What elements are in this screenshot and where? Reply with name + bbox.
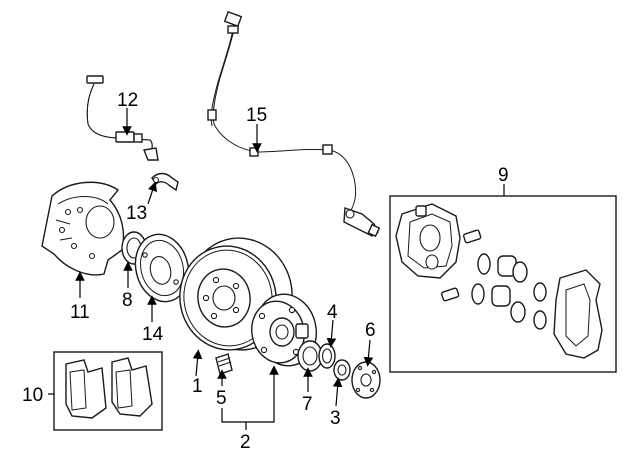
callout-1: 1 xyxy=(192,376,203,397)
dust-cover[interactable] xyxy=(129,229,196,308)
hub-seal[interactable] xyxy=(318,343,336,369)
wheel-bearing[interactable] xyxy=(297,340,323,372)
brake-hose[interactable] xyxy=(86,75,159,161)
callout-13: 13 xyxy=(126,203,147,224)
callout-5: 5 xyxy=(216,388,227,409)
callout-2: 2 xyxy=(240,432,251,453)
callout-14: 14 xyxy=(142,324,164,345)
callout-8: 8 xyxy=(122,290,133,311)
hub-cap[interactable] xyxy=(351,361,381,399)
abs-sensor-wire[interactable] xyxy=(207,11,381,238)
callout-3: 3 xyxy=(330,408,341,429)
callout-4: 4 xyxy=(327,302,338,323)
hose-bracket[interactable] xyxy=(151,172,179,192)
callout-11: 11 xyxy=(70,302,90,323)
leader-lines xyxy=(48,108,505,430)
callout-6: 6 xyxy=(365,320,376,341)
callout-labels: 12 15 9 13 11 8 14 4 6 1 5 7 3 10 2 xyxy=(22,90,509,453)
hub-nut[interactable] xyxy=(333,359,351,381)
brake-pads-group[interactable] xyxy=(53,351,163,431)
wheel-stud[interactable] xyxy=(215,353,233,375)
splash-shield[interactable] xyxy=(41,181,125,276)
callout-7: 7 xyxy=(302,394,313,415)
callout-10: 10 xyxy=(22,385,43,406)
callout-15: 15 xyxy=(246,105,267,126)
caliper-group[interactable] xyxy=(389,195,617,373)
callout-9: 9 xyxy=(498,165,509,186)
callout-12: 12 xyxy=(117,90,138,111)
